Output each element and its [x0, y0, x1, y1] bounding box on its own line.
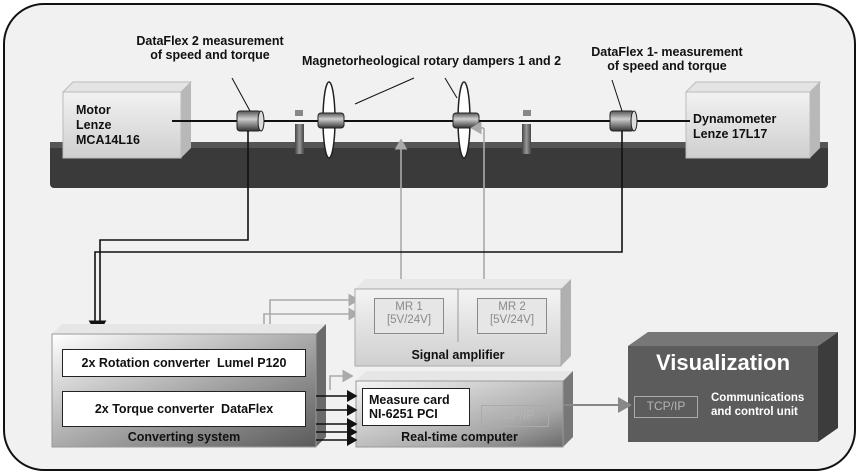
- damper-control-lines: [263, 121, 485, 327]
- motor-label: Motor Lenze MCA14L16: [76, 103, 140, 147]
- mr-1-driver: MR 1 [5V/24V]: [374, 298, 444, 334]
- visualization-tcp-ip: TCP/IP: [634, 396, 698, 418]
- motor-box: [61, 81, 193, 159]
- base-plate: [50, 142, 828, 188]
- dynamometer-label: Dynamometer Lenze 17L17: [693, 112, 777, 141]
- converting-system-box: [51, 324, 326, 448]
- visualization-title: Visualization: [655, 350, 791, 375]
- visualization-box: [628, 332, 838, 442]
- converter-to-computer-lines: [316, 390, 358, 446]
- dataflex-2-sensor: [236, 110, 265, 132]
- dampers-label: Magnetorheological rotary dampers 1 and …: [302, 54, 562, 68]
- communications-unit-label: Communications and control unit: [711, 392, 805, 418]
- computer-to-amplifier-line: [329, 369, 354, 390]
- mr-2-driver: MR 2 [5V/24V]: [477, 298, 547, 334]
- sensor-signal-lines: [88, 131, 623, 332]
- damper-2: [452, 81, 480, 159]
- dynamometer-box: [684, 81, 822, 159]
- realtime-computer-title: Real-time computer: [401, 430, 518, 444]
- signal-amplifier-title: Signal amplifier: [411, 348, 505, 362]
- dataflex-1-sensor: [609, 110, 638, 132]
- converting-system-title: Converting system: [127, 430, 241, 444]
- rotation-converter: 2x Rotation converter Lumel P120: [62, 349, 306, 377]
- shaft-supports: [295, 110, 531, 154]
- dataflex-1-label: DataFlex 1- measurement of speed and tor…: [591, 45, 743, 73]
- damper-1: [317, 81, 345, 159]
- realtime-tcp-ip: TCP/IP: [481, 405, 549, 427]
- measure-card: Measure card NI-6251 PCI: [362, 388, 470, 426]
- torque-converter: 2x Torque converter DataFlex: [62, 391, 306, 427]
- dataflex-2-label: DataFlex 2 measurement of speed and torq…: [136, 34, 284, 62]
